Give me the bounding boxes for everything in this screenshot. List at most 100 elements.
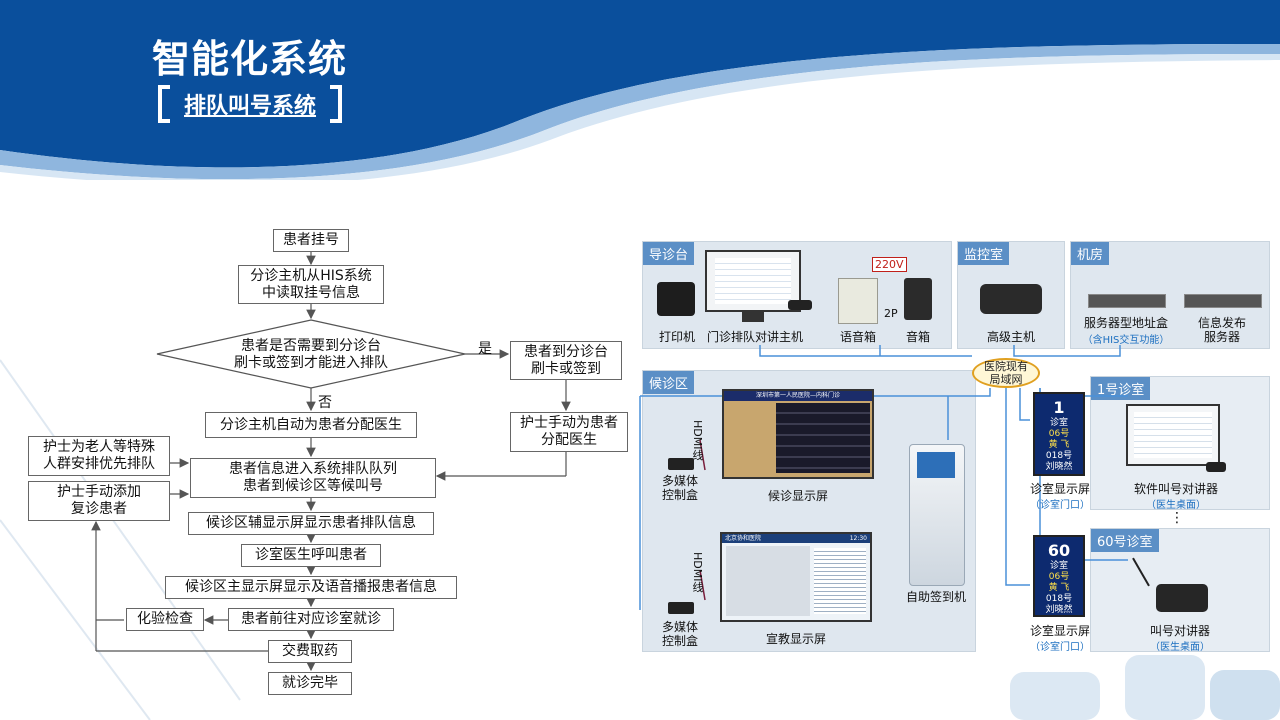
hdmi-label-1: HDMI线 [691,420,704,461]
server-box-icon [1088,294,1166,308]
lan-text: 医院现有 局域网 [984,360,1028,386]
header-banner [0,0,1280,180]
fc-done: 就诊完毕 [268,672,352,695]
fc-nurse-assign: 护士手动为患者 分配医生 [510,412,628,452]
fc-nurse-assign-text: 护士手动为患者 分配医生 [520,415,618,448]
fc-done-text: 就诊完毕 [282,675,338,691]
triage-host-label: 门诊排队对讲主机 [706,330,803,344]
page-subtitle: 排队叫号系统 [184,94,317,119]
door-screen-1-queue: 06号 [1048,429,1070,439]
panel-room-1: 1号诊室 [1090,376,1270,510]
door-screen-1-num: 1 [1053,398,1065,417]
waiting-screen-label: 候诊显示屏 [767,489,828,503]
twop-label: 2P [884,307,898,320]
fc-go-room: 患者前往对应诊室就诊 [228,608,394,631]
door-screen-2-word: 诊室 [1049,561,1068,571]
fc-enter-queue: 患者信息进入系统排队队列 患者到候诊区等候叫号 [190,458,436,498]
panel-room60-tag: 60号诊室 [1091,529,1159,552]
edu-screen-text [814,548,866,614]
triage-monitor-table [715,258,791,304]
edu-screen-photo [726,546,810,616]
mm-box-2-icon [668,602,694,614]
fc-pay-text: 交费取药 [282,643,338,659]
door-screen-2-name: 黄 飞 [1048,583,1070,593]
hospital-lan: 医院现有 局域网 [972,358,1040,388]
voltage-label: 220V [872,257,907,272]
door-screen-1: 1 诊室 06号 黄 飞 018号 刘晓然 [1033,392,1085,476]
fc-elderly: 护士为老人等特殊 人群安排优先排队 [28,436,170,476]
kiosk-label: 自助签到机 [905,590,966,604]
edu-screen-topbar: 北京协和医院 12:30 [722,534,870,543]
fc-lab: 化验检查 [126,608,204,631]
panel-room1-tag: 1号诊室 [1091,377,1151,400]
fc-no-label: 否 [318,395,332,411]
fc-read-his: 分诊主机从HIS系统 中读取挂号信息 [238,265,384,304]
edu-screen-time: 12:30 [849,535,867,542]
waiting-screen-table [776,403,870,473]
soft-intercom-table [1134,412,1212,458]
fc-nurse-add: 护士手动添加 复诊患者 [28,481,170,521]
fc-auto-assign: 分诊主机自动为患者分配医生 [205,412,417,438]
master-host-icon [980,284,1042,314]
mic-icon [788,300,812,310]
fc-lab-text: 化验检查 [137,611,193,627]
door-screen-2-queue: 06号 [1048,572,1070,582]
info-server-icon [1184,294,1262,308]
mm-box-1-icon [668,458,694,470]
speaker-label: 音箱 [905,330,930,344]
fc-go-triage-text: 患者到分诊台 刷卡或签到 [524,343,608,377]
fc-yes-label: 是 [478,341,492,357]
room-screen-1-label: 诊室显示屏 [1029,482,1090,496]
panel-guide-tag: 导诊台 [643,242,695,265]
panel-monitor-tag: 监控室 [958,242,1010,265]
edu-screen-label: 宣教显示屏 [765,632,826,646]
kiosk-screen [917,452,955,478]
hdmi-label-2: HDMI线 [691,552,704,593]
soft-intercom-monitor [1126,404,1220,466]
door-screen-2-num: 60 [1047,541,1071,560]
fc-aux-display-text: 候诊区辅显示屏显示患者排队信息 [206,515,416,531]
fc-register: 患者挂号 [273,229,349,252]
door-screen-2-next-name: 刘晓然 [1045,605,1073,615]
fc-main-display-text: 候诊区主显示屏显示及语音播报患者信息 [185,579,437,595]
fc-decision-text: 患者是否需要到分诊台 刷卡或签到才能进入排队 [234,338,388,371]
fc-doctor-call-text: 诊室医生呼叫患者 [255,547,367,563]
fc-enter-queue-text: 患者信息进入系统排队队列 患者到候诊区等候叫号 [229,461,397,494]
fc-read-his-text: 分诊主机从HIS系统 中读取挂号信息 [250,267,372,301]
door-screen-1-name: 黄 飞 [1048,440,1070,450]
page-title: 智能化系统 [152,37,348,81]
room-screen-1-sublabel: （诊室门口） [1030,500,1090,511]
soft-intercom-sublabel: （医生桌面） [1146,500,1206,511]
waiting-screen-header: 深圳市第一人民医院—内科门诊 [724,391,872,401]
call-intercom-sublabel: （医生桌面） [1150,642,1210,653]
subtitle-group: 排队叫号系统 [158,85,343,123]
fc-auto-assign-text: 分诊主机自动为患者分配医生 [220,416,402,433]
panel-machine-tag: 机房 [1071,242,1110,265]
soft-intercom-label: 软件叫号对讲器 [1133,482,1218,496]
room-screen-2-sublabel: （诊室门口） [1030,642,1090,653]
fc-aux-display: 候诊区辅显示屏显示患者排队信息 [188,512,434,535]
fc-main-display: 候诊区主显示屏显示及语音播报患者信息 [165,576,457,599]
edu-screen: 北京协和医院 12:30 [720,532,872,622]
mm-box-1-label: 多媒体 控制盒 [661,474,698,502]
door-screen-2-next: 018号 [1045,594,1073,604]
voice-box-label: 语音箱 [839,330,876,344]
voice-box-icon [838,278,878,324]
door-screen-1-next: 018号 [1045,451,1073,461]
printer-label: 打印机 [658,330,695,344]
door-screen-1-next-name: 刘晓然 [1045,462,1073,472]
master-host-label: 高级主机 [986,330,1035,344]
panel-waiting-tag: 候诊区 [643,371,695,394]
more-rooms-ellipsis: ⋮ [1170,510,1184,526]
triage-monitor [705,250,801,312]
fc-go-triage: 患者到分诊台 刷卡或签到 [510,341,622,380]
call-intercom-icon [1156,584,1208,612]
server-box-sublabel: （含HIS交互功能） [1082,335,1170,346]
door-screen-1-word: 诊室 [1049,418,1068,428]
fc-pay: 交费取药 [268,640,352,663]
call-intercom-label: 叫号对讲器 [1149,624,1210,638]
left-bracket [158,85,170,123]
fc-register-text: 患者挂号 [283,232,339,248]
